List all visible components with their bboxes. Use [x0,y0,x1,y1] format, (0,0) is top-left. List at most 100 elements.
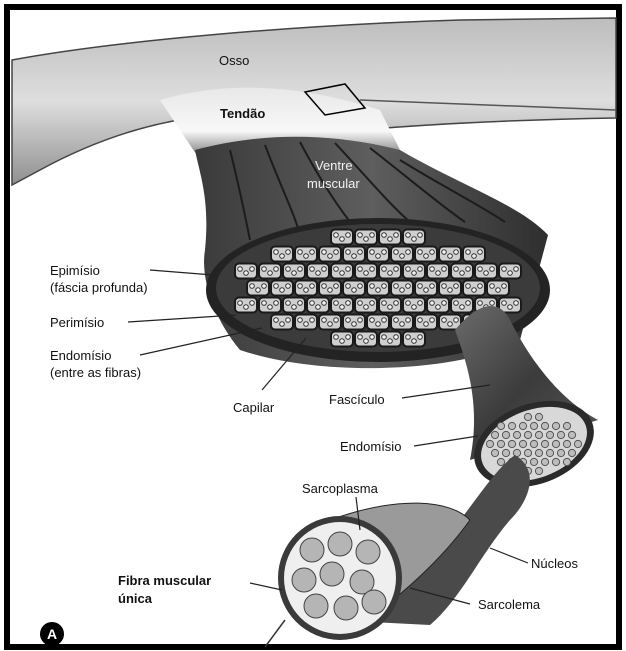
label-fibra-line2: única [118,591,153,606]
fiber-cell [340,339,345,344]
label-endomisio-line2: (entre as fibras) [50,365,141,380]
fiber-cell [262,301,267,306]
myofibril [300,538,324,562]
label-capilar: Capilar [233,400,275,415]
fiber-cell [478,267,483,272]
fiber-cell [310,301,315,306]
label-tendao: Tendão [220,106,265,121]
fiber-cell [364,237,369,242]
fiber-cell [316,305,321,310]
fiber-cell [394,267,399,272]
fiber-dot [519,440,526,447]
fiber-cell [370,250,375,255]
fiber-cell [322,250,327,255]
fiber-cell [274,301,279,306]
fiber-dot [541,422,548,429]
fiber-cell [376,254,381,259]
fiber-dot [546,431,553,438]
fiber-dot [541,440,548,447]
fiber-cell [286,318,291,323]
fiber-cell [514,301,519,306]
fiber-cell [418,335,423,340]
fiber-cell [310,284,315,289]
fiber-cell [418,233,423,238]
fiber-cell [244,305,249,310]
fiber-cell [334,284,339,289]
fiber-cell [490,301,495,306]
myofibril [328,532,352,556]
fiber-cell [418,250,423,255]
fiber-cell [472,288,477,293]
fiber-cell [430,250,435,255]
fiber-cell [370,233,375,238]
fiber-dot [502,449,509,456]
fiber-cell [376,322,381,327]
fiber-cell [388,237,393,242]
fiber-cell [382,301,387,306]
fiber-cell [334,250,339,255]
fiber-cell [388,271,393,276]
fiber-cell [388,305,393,310]
fiber-cell [328,254,333,259]
fiber-cell [484,271,489,276]
label-ventre-line2: muscular [307,176,360,191]
fiber-cell [412,305,417,310]
fiber-cell [346,318,351,323]
fiber-cell [364,339,369,344]
fiber-dot [535,449,542,456]
fiber-cell [298,250,303,255]
fiber-cell [304,322,309,327]
fiber-cell [448,254,453,259]
fiber-cell [286,267,291,272]
fiber-dot [563,440,570,447]
fiber-cell [466,250,471,255]
label-perimisio: Perimísio [50,315,104,330]
fiber-cell [418,318,423,323]
fiber-cell [328,288,333,293]
fiber-cell [256,288,261,293]
myofibril [356,540,380,564]
fiber-cell [448,322,453,327]
fiber-cell [412,339,417,344]
fiber-cell [280,322,285,327]
fiber-dot [530,458,537,465]
label-fasciculo: Fascículo [329,392,385,407]
fiber-cell [322,318,327,323]
label-ventre-line1: Ventre [315,158,353,173]
fiber-cell [412,237,417,242]
fiber-cell [346,335,351,340]
fiber-cell [382,335,387,340]
fiber-dot [535,413,542,420]
fiber-cell [406,318,411,323]
fiber-cell [418,284,423,289]
fiber-dot [486,440,493,447]
fiber-cell [442,250,447,255]
fiber-cell [466,301,471,306]
fiber-cell [442,267,447,272]
fiber-cell [502,267,507,272]
fiber-cell [298,284,303,289]
myofibril-circles [292,532,386,620]
fiber-cell [424,322,429,327]
fiber-cell [394,284,399,289]
fiber-dot [524,413,531,420]
fiber-dot [508,440,515,447]
fiber-cell [334,335,339,340]
fiber-dot [491,431,498,438]
fiber-cell [394,233,399,238]
fiber-cell [250,301,255,306]
fiber-cell [346,267,351,272]
fiber-cell [340,271,345,276]
fiber-dot [552,440,559,447]
fiber-dot [497,440,504,447]
fiber-cell [502,301,507,306]
fiber-cell [406,267,411,272]
fiber-cell [310,267,315,272]
fiber-cell [286,250,291,255]
fiber-cell [358,284,363,289]
fiber-cell [316,271,321,276]
fiber-cell [250,284,255,289]
label-nucleos: Núcleos [531,556,578,571]
label-osso: Osso [219,53,249,68]
label-endomisio2: Endomísio [340,439,401,454]
